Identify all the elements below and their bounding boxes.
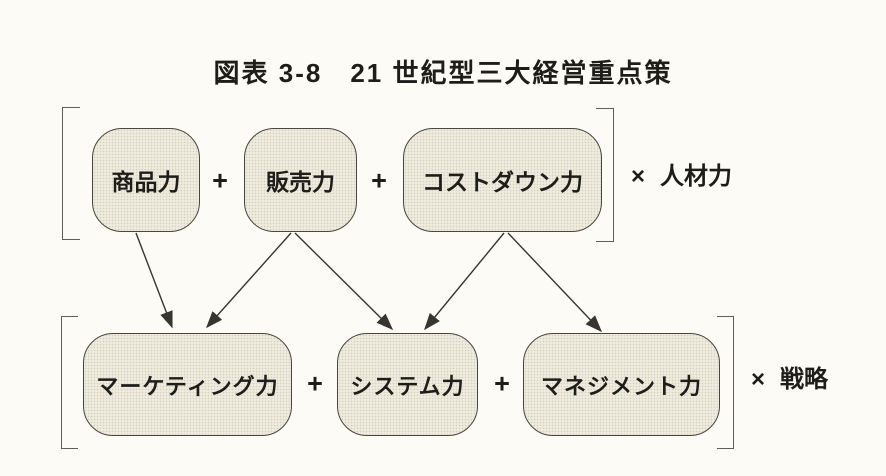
- box-system-power-label: システム力: [350, 373, 465, 399]
- box-costdown-power: コストダウン力: [403, 128, 602, 232]
- top-multiplier: × 人材力: [631, 165, 732, 189]
- plus-operator-bottom-2: +: [494, 368, 510, 399]
- multiply-icon: ×: [631, 163, 646, 190]
- plus-operator-top-2: +: [371, 165, 387, 196]
- box-management-power: マネジメント力: [523, 333, 720, 436]
- bottom-group-bracket-open: [61, 316, 78, 449]
- arrow-販売力-to-システム力: [294, 232, 394, 331]
- box-sales-power: 販売力: [244, 128, 357, 232]
- box-marketing-power-label: マーケティング力: [96, 373, 279, 399]
- multiply-icon: ×: [751, 366, 766, 393]
- bottom-multiplier-label: 戦略: [780, 366, 829, 393]
- arrow-販売力-to-マーケティング力: [206, 232, 292, 329]
- box-marketing-power: マーケティング力: [83, 333, 292, 436]
- arrow-コストダウン力-to-マネジメント力: [507, 232, 603, 333]
- figure-title: 図表 3-8 21 世紀型三大経営重点策: [213, 58, 673, 88]
- box-product-power: 商品力: [92, 128, 200, 232]
- box-system-power: システム力: [337, 333, 478, 436]
- top-group-bracket-close: [596, 108, 614, 242]
- box-sales-power-label: 販売力: [266, 169, 335, 195]
- arrow-商品力-to-マーケティング力: [135, 232, 173, 329]
- bottom-group-bracket-close: [717, 316, 734, 449]
- top-multiplier-label: 人材力: [660, 163, 733, 190]
- arrow-コストダウン力-to-システム力: [424, 232, 505, 331]
- plus-operator-bottom-1: +: [307, 368, 323, 399]
- box-management-power-label: マネジメント力: [540, 373, 702, 399]
- top-group-bracket-open: [62, 107, 80, 240]
- bottom-multiplier: × 戦略: [751, 368, 828, 392]
- box-costdown-power-label: コストダウン力: [422, 169, 583, 195]
- box-product-power-label: 商品力: [111, 169, 181, 195]
- plus-operator-top-1: +: [212, 165, 228, 196]
